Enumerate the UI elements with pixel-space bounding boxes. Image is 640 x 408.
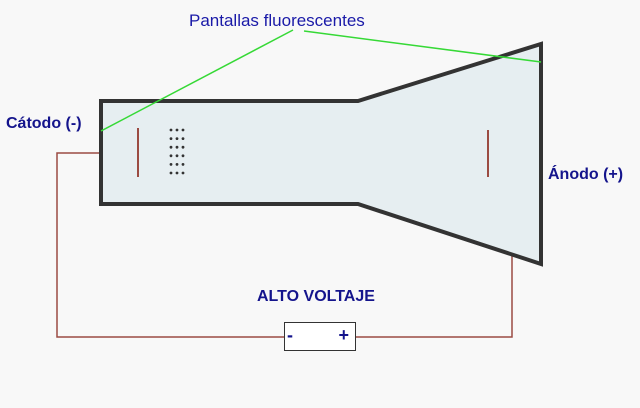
fluorescent-screens-label: Pantallas fluorescentes xyxy=(189,11,365,30)
battery-negative-terminal: - xyxy=(287,325,293,345)
electron-dot xyxy=(175,137,179,141)
high-voltage-label: ALTO VOLTAJE xyxy=(257,288,375,305)
battery: - + xyxy=(284,322,356,351)
electron-dot xyxy=(175,145,179,149)
electron-dot xyxy=(181,154,185,158)
electron-dot xyxy=(169,171,173,175)
screen-pointer-lines xyxy=(100,29,542,132)
pointer-line-to-cathode-end xyxy=(100,29,294,132)
electron-dot xyxy=(169,154,173,158)
wire-cathode-to-battery xyxy=(56,152,284,338)
anode-label: Ánodo (+) xyxy=(548,166,624,183)
electron-dot xyxy=(181,137,185,141)
electron-dot xyxy=(181,171,185,175)
electron-dot xyxy=(181,128,185,132)
electron-dot xyxy=(181,163,185,166)
electron-dot xyxy=(169,128,173,132)
electron-dot xyxy=(169,145,173,149)
electron-dot xyxy=(169,137,173,141)
cathode-label: Cátodo (-) xyxy=(6,115,82,132)
electron-dot xyxy=(175,171,179,175)
electron-dot xyxy=(175,163,179,166)
electron-dot xyxy=(169,163,173,166)
electron-dot xyxy=(175,154,179,158)
glass-tube xyxy=(99,41,543,267)
electron-beam-dots xyxy=(169,128,185,175)
electron-dot xyxy=(175,128,179,132)
electron-dot xyxy=(181,145,185,149)
pointer-line-to-anode-end xyxy=(303,30,542,63)
battery-positive-terminal: + xyxy=(338,325,349,345)
